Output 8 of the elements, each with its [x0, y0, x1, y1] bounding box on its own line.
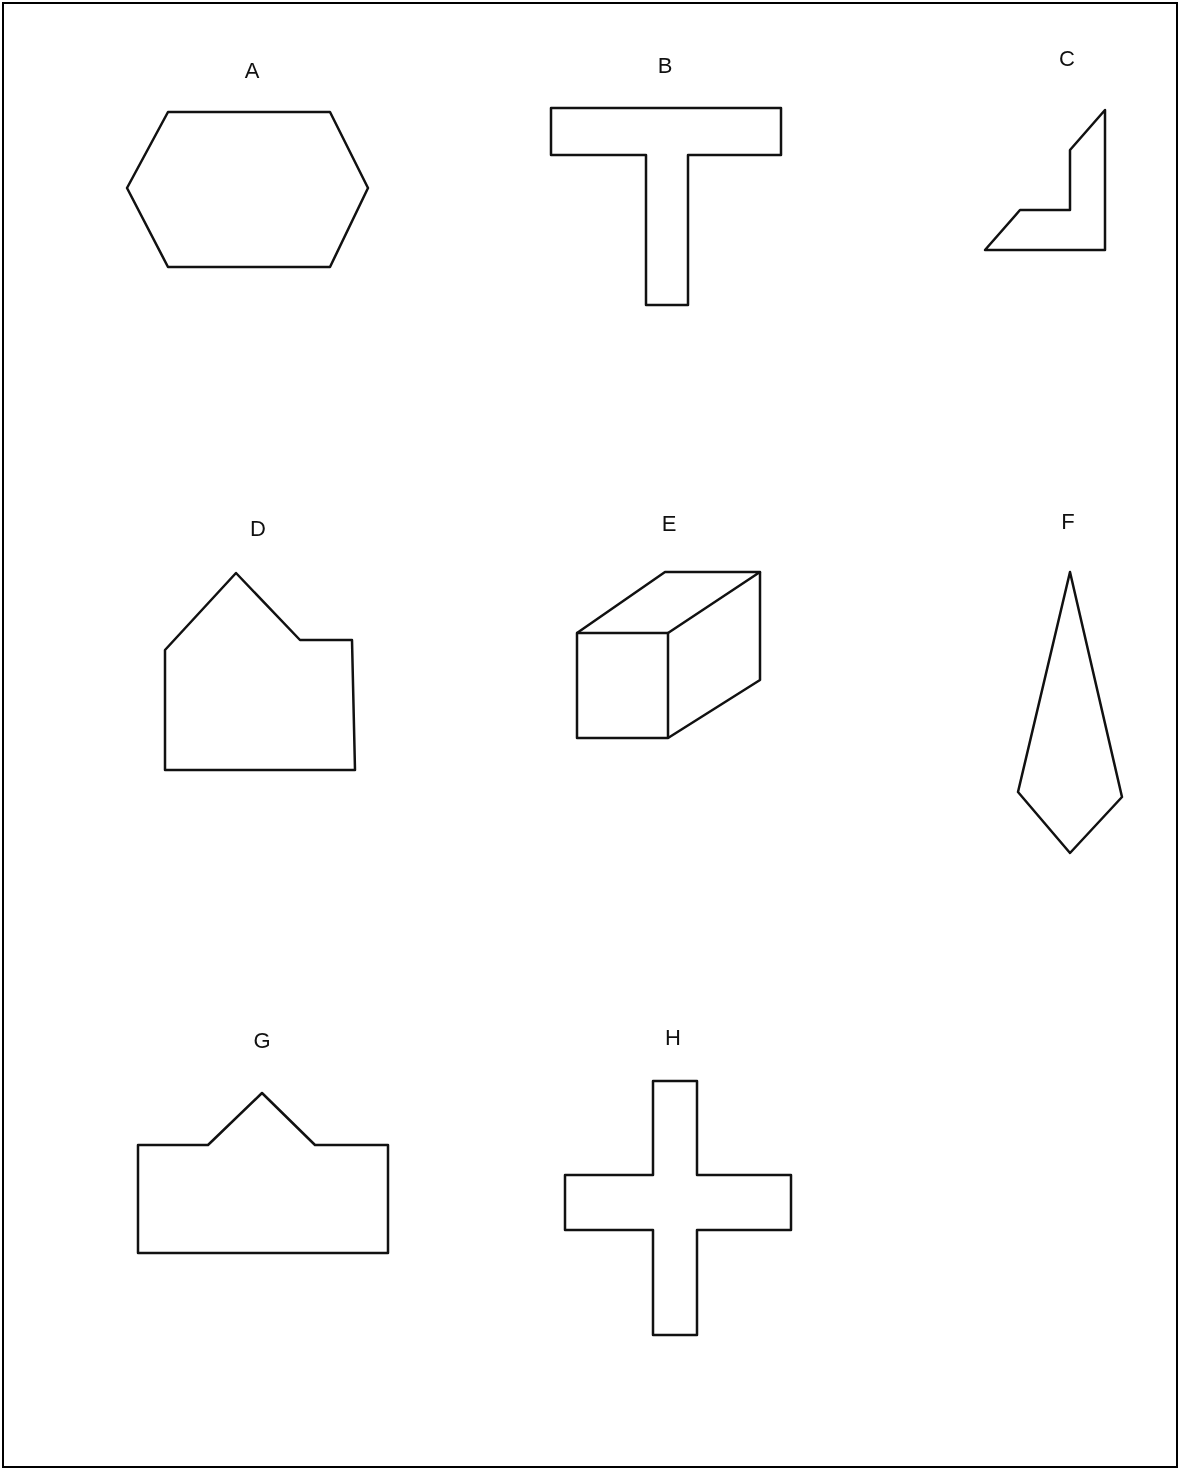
shape-letter: B	[657, 55, 673, 77]
shape-letter: D	[250, 518, 266, 540]
shape-letter: A	[244, 60, 260, 82]
shape-letter: C	[1059, 48, 1075, 70]
shape-letter: E	[661, 513, 677, 535]
shape-letter: F	[1061, 511, 1075, 533]
shape-letter: H	[665, 1027, 681, 1049]
shape-letter: G	[253, 1030, 271, 1052]
